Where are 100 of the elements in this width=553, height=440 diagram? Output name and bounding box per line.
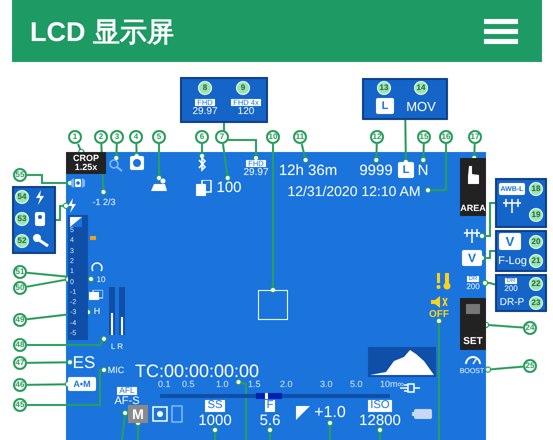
icon-label: L [398,162,414,178]
screen-text: MOV [404,98,438,114]
screen-text: 5.6 [260,412,280,428]
leader-line [100,144,107,196]
screen-text: 200 [504,285,518,293]
screen-text: AF-S [114,396,140,408]
screen-text: F [264,400,276,412]
callout-number: 52 [15,234,29,248]
mode-indicator: M [128,405,148,423]
bluetooth-icon [197,156,207,172]
screen-text: N [416,160,430,180]
callout-number: 16 [439,130,453,144]
magnifier-icon [108,158,124,172]
callout-number: 48 [13,338,27,352]
callout-number: 7 [215,130,229,144]
leader-line [26,272,94,282]
screen-text: 12h 36m [280,160,336,180]
screen-text: MIC [104,364,128,376]
screen-text: 29.97 [243,168,269,178]
leader-line [212,426,218,440]
leader-line [424,144,447,194]
touch-panel [460,158,486,216]
callout-number: 9 [236,81,250,95]
callout-number: 2 [94,130,108,144]
popup-panel [362,78,448,120]
leader-line [482,280,496,286]
exposure-scale [68,215,88,340]
scale-number: 1.0 [216,380,229,389]
leader-line [300,144,309,164]
page-title: LCD 显示屏 [30,16,174,49]
light-icon [462,228,482,244]
focus-frame [258,290,288,320]
leader-line [113,144,120,162]
leader-line [373,144,380,164]
callout-number: 20 [529,235,543,249]
leader-line [266,426,274,440]
screen-text: 120 [238,107,254,118]
screen-text: TC:00:00:00:00 [134,360,260,382]
warning-text: OFF [427,309,451,321]
icon-label: A•M [68,377,96,391]
stabilizer-icon [70,177,86,189]
leader-line [198,144,206,160]
callout-number: 45 [13,398,27,412]
callout-number: 53 [15,212,29,226]
solar-panel-icon [150,178,168,192]
callout-number: 13 [377,81,391,95]
icon-label: V [462,250,482,266]
screen-text: 100 [214,178,244,196]
callout-number: 24 [523,321,537,335]
leader-line [420,144,426,164]
scale-number: 1.5 [248,380,261,389]
leader-line [27,174,74,186]
callout-number: 50 [13,281,27,295]
screen-text: 29.97 [192,107,218,118]
callout-number: 46 [13,378,27,392]
leader-line [222,144,231,182]
callout-number: 14 [414,81,428,95]
leader-line [478,202,495,240]
scale-number: 5.0 [350,380,363,389]
screen-text: 12800 [359,412,401,428]
flash-icon [66,198,78,213]
leader-line [484,366,524,373]
callout-number: 21 [529,254,543,268]
popup-panel [180,77,268,123]
screen-text: 1000 [198,412,232,428]
screen-text: DR-P [497,296,527,310]
screen-text: ES [70,352,98,372]
screen-text: 10 [91,272,111,288]
leader-line [223,123,260,162]
crop-indicator: CROP 1.25x [66,152,106,174]
callout-number: 22 [529,277,543,291]
callout-number: 6 [195,130,209,144]
callout-number: 15 [417,130,431,144]
leader-line [436,318,442,440]
scale-number: 3.0 [320,380,333,389]
aperture-icon [130,156,144,170]
leader-line [56,202,70,221]
icon-label: L [376,98,394,114]
callout-number: 25 [523,359,537,373]
leader-line [27,336,108,346]
callout-number: 54 [15,190,29,204]
screen-text: 9999 [356,160,396,180]
leader-line [235,378,247,440]
popup-panel [495,274,547,312]
callout-number: 17 [468,130,482,144]
scale-number: 0.1 [158,380,171,389]
screen-text: +1.0 [312,403,348,423]
popup-panel [495,230,547,272]
popup-panel [12,186,56,254]
leader-line [156,144,162,182]
popup-panel [495,178,547,228]
callout-number: 11 [293,130,307,144]
callout-number: 19 [529,208,543,222]
scale-number: 2.0 [280,380,293,389]
screen-text: -1 2/3 [92,192,116,212]
callout-number: 18 [529,182,543,196]
leader-line [270,144,276,294]
leader-line [376,426,384,440]
screen-text: SS [205,400,224,412]
callout-number: 1 [68,130,82,144]
